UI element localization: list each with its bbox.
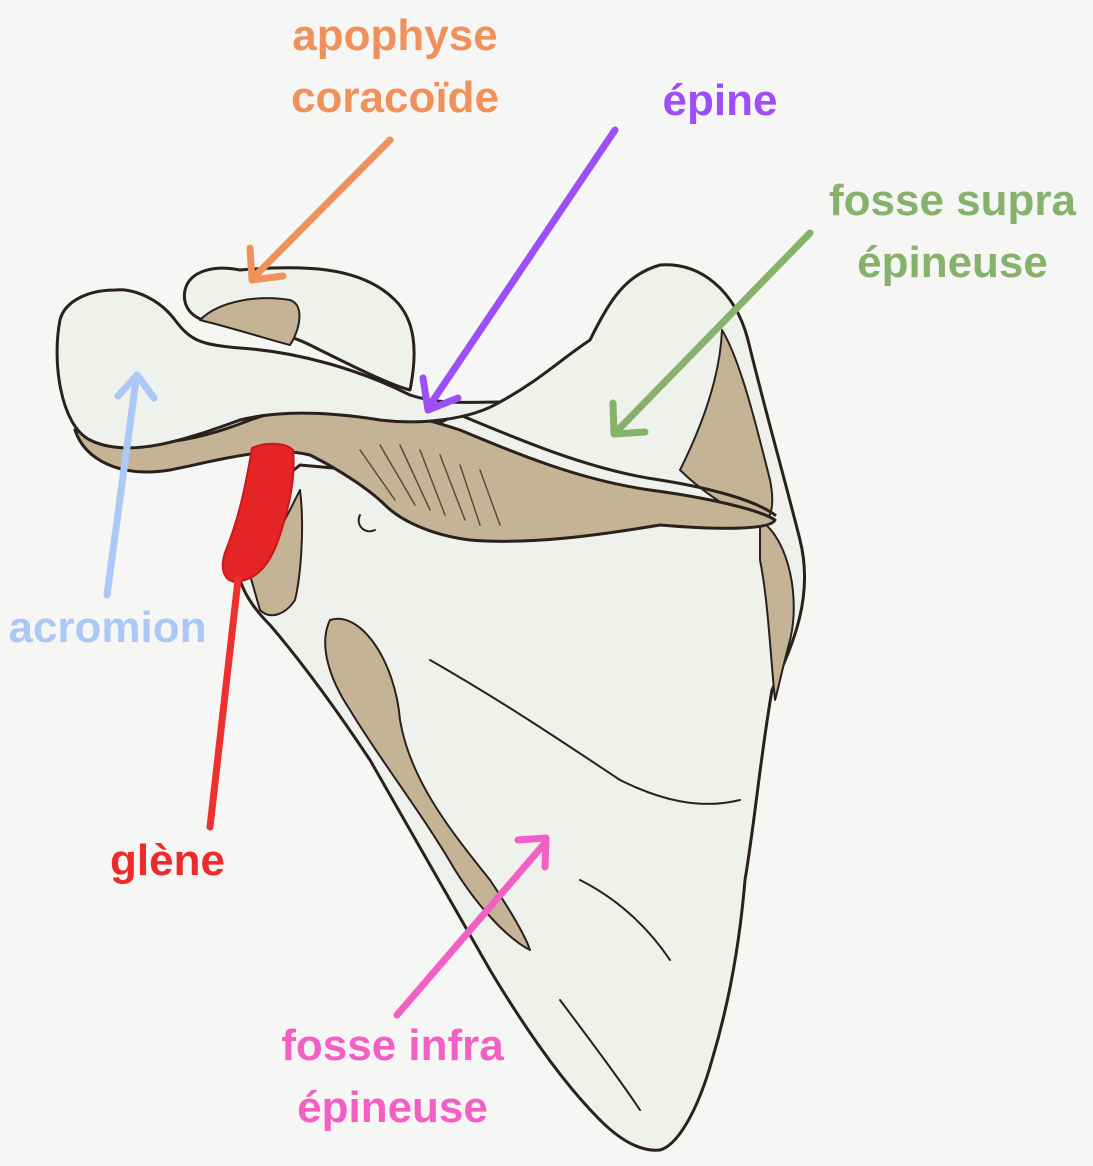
label-glenoid-line1: glène <box>95 830 240 892</box>
label-spine-line1: épine <box>630 70 810 132</box>
label-coracoid: apophyse coracoïde <box>255 5 535 129</box>
label-infraspinous-line2: épineuse <box>260 1077 525 1139</box>
label-glenoid: glène <box>95 830 240 892</box>
label-acromion-line1: acromion <box>5 597 210 659</box>
label-infraspinous-line1: fosse infra <box>260 1015 525 1077</box>
label-supraspinous-line1: fosse supra <box>815 170 1090 232</box>
glenoid-arrow-icon <box>210 580 238 827</box>
label-supraspinous-line2: épineuse <box>815 232 1090 294</box>
label-supraspinous: fosse supra épineuse <box>815 170 1090 294</box>
coracoid-arrow-icon <box>250 140 390 280</box>
label-acromion: acromion <box>5 597 210 659</box>
label-infraspinous: fosse infra épineuse <box>260 1015 525 1139</box>
label-coracoid-line2: coracoïde <box>255 67 535 129</box>
label-coracoid-line1: apophyse <box>255 5 535 67</box>
label-spine: épine <box>630 70 810 132</box>
